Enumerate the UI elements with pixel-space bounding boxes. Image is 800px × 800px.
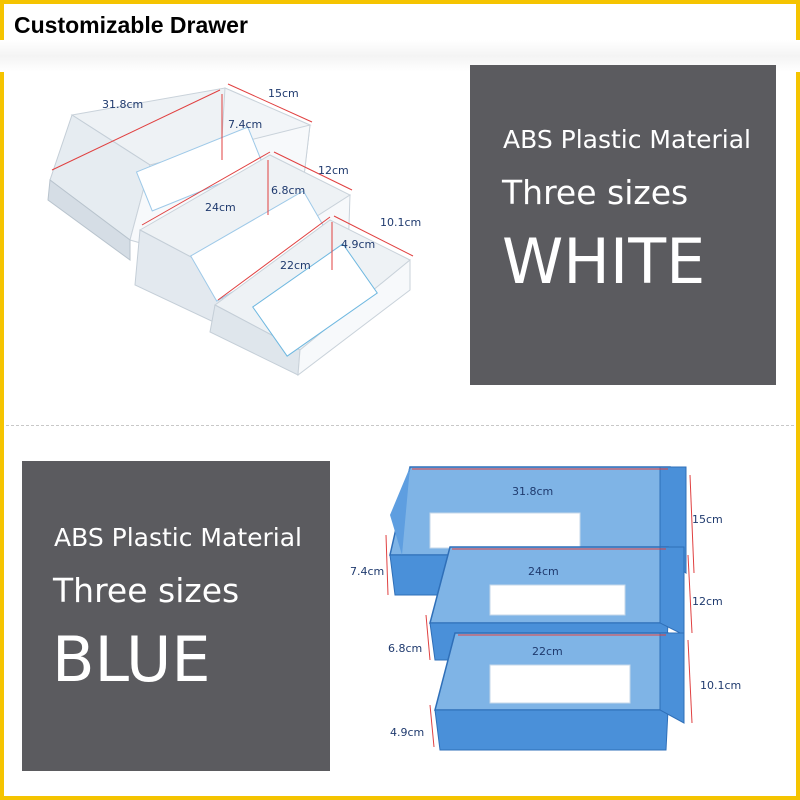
blue-drawers-illustration: 31.8cm 15cm 7.4cm 24cm 12cm 6.8cm 22cm 1… [350,466,741,751]
blue-small-length-label: 22cm [532,645,563,658]
blue-bin-small [434,632,685,751]
blue-medium-height-label: 6.8cm [388,642,422,655]
white-color-name: WHITE [502,225,706,298]
white-small-height-label: 4.9cm [341,238,375,251]
blue-dimension-lines [385,468,695,748]
blue-large-width-label: 15cm [692,513,723,526]
white-bin-small [209,219,411,377]
section-divider [6,425,794,426]
header: Customizable Drawer [0,0,800,58]
white-small-width-label: 10.1cm [380,216,421,229]
white-info-panel: ABS Plastic Material Three sizes WHITE [470,65,776,385]
white-large-length-label: 31.8cm [102,98,143,111]
blue-material-text: ABS Plastic Material [54,523,302,552]
white-medium-height-label: 6.8cm [271,184,305,197]
page-title: Customizable Drawer [14,12,248,38]
blue-sizes-text: Three sizes [53,571,240,610]
white-medium-length-label: 24cm [205,201,236,214]
blue-large-length-label: 31.8cm [512,485,553,498]
blue-large-height-label: 7.4cm [350,565,384,578]
white-sizes-text: Three sizes [502,173,689,212]
white-small-length-label: 22cm [280,259,311,272]
white-medium-width-label: 12cm [318,164,349,177]
blue-color-name: BLUE [52,623,211,696]
blue-small-width-label: 10.1cm [700,679,741,692]
white-large-width-label: 15cm [268,87,299,100]
white-drawers-illustration: 31.8cm 15cm 7.4cm 24cm 12cm 6.8cm 22cm 1… [47,83,421,377]
blue-medium-length-label: 24cm [528,565,559,578]
white-dimension-lines [51,83,414,301]
white-material-text: ABS Plastic Material [503,125,751,154]
blue-medium-width-label: 12cm [692,595,723,608]
blue-info-panel: ABS Plastic Material Three sizes BLUE [22,461,330,771]
blue-small-height-label: 4.9cm [390,726,424,739]
white-large-height-label: 7.4cm [228,118,262,131]
